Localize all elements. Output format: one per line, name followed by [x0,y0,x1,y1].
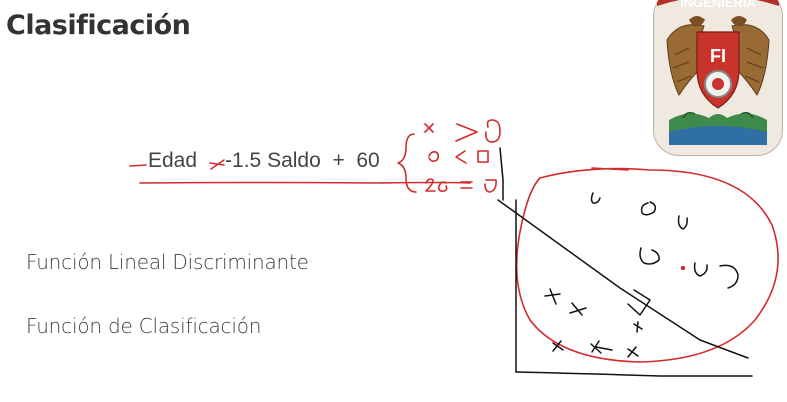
unam-fi-logo: INGENIERIA FI [653,0,783,156]
slide-title: Clasificación [6,10,191,41]
red-less [455,150,467,164]
discriminant-formula: Edad -1.5 Saldo + 60 [148,149,380,173]
circle-point-2 [640,201,657,216]
red-two [425,178,436,192]
red-dot [680,265,686,271]
red-x-top [424,123,434,133]
circle-point-5 [693,262,708,277]
red-zero-mid2 [477,150,489,163]
cross-point-4 [552,340,564,352]
red-underline [139,181,471,184]
cross-point-5 [590,340,613,354]
red-minus-mark [129,164,147,167]
red-tick [591,167,629,171]
red-zero-top [485,119,501,143]
formula-edad: Edad [148,149,198,172]
logo-banner-text: INGENIERIA [680,0,756,10]
classification-function-line: Función de Clasificación [26,314,262,338]
circle-point-3 [677,215,688,230]
circle-point-4 [639,247,660,265]
x-axis [515,371,753,377]
circle-point-1 [590,192,601,204]
red-greater [455,123,478,142]
black-vertical-line [499,147,504,201]
red-equals [460,181,473,189]
logo-shield-text: FI [710,46,726,66]
diagonal-boundary [497,199,749,359]
red-cluster-ellipse [515,167,779,363]
red-brace [397,133,417,193]
formula-rest: -1.5 Saldo + 60 [225,149,380,172]
cross-point-1 [544,288,561,305]
cross-point-6 [627,346,639,358]
circle-point-6 [719,264,739,289]
linear-discriminant-line: Función Lineal Discriminante [26,250,309,274]
red-zero-mid [428,151,440,162]
right-angle-mark [627,289,651,316]
cross-point-3 [633,321,643,333]
red-zero-bottom [484,179,497,193]
red-times-mark [209,159,225,170]
cross-point-2 [569,302,587,316]
red-g [438,181,448,192]
